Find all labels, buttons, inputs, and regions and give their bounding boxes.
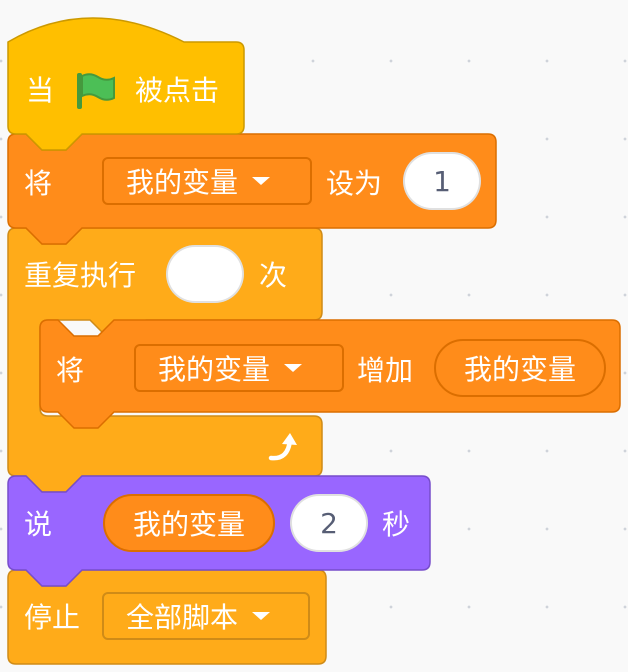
say-message-reporter[interactable]: 我的变量 [103,494,275,552]
dropdown-arrow-icon [284,364,303,372]
set-variable-name: 我的变量 [126,166,239,199]
when-flag-clicked-shape[interactable] [7,17,245,151]
dropdown-arrow-icon [252,612,271,620]
say-block-label: 说 [24,508,53,541]
set-block-label: 将 [24,167,53,200]
stop-option-dropdown[interactable]: 全部脚本 [102,592,310,640]
change-block-label: 将 [56,354,85,387]
repeat-block-label: 重复执行 [24,259,137,292]
say-suffix-label: 秒 [382,508,411,541]
stop-option-name: 全部脚本 [126,601,239,634]
hat-prefix-label: 当 [26,74,55,107]
set-variable-dropdown[interactable]: 我的变量 [102,157,312,205]
set-action-label: 设为 [326,167,383,200]
set-value-input[interactable]: 1 [403,152,481,210]
loop-arrow-icon [268,433,297,461]
stop-block-label: 停止 [24,601,81,634]
change-variable-name: 我的变量 [158,353,271,386]
repeat-times-input[interactable] [166,245,244,303]
repeat-suffix-label: 次 [259,259,288,292]
change-variable-dropdown[interactable]: 我的变量 [134,344,344,392]
change-action-label: 增加 [357,354,414,387]
hat-suffix-label: 被点击 [135,74,220,107]
dropdown-arrow-icon [252,177,271,185]
change-amount-reporter[interactable]: 我的变量 [434,339,606,397]
say-seconds-input[interactable]: 2 [290,494,368,552]
green-flag-icon [77,73,115,109]
